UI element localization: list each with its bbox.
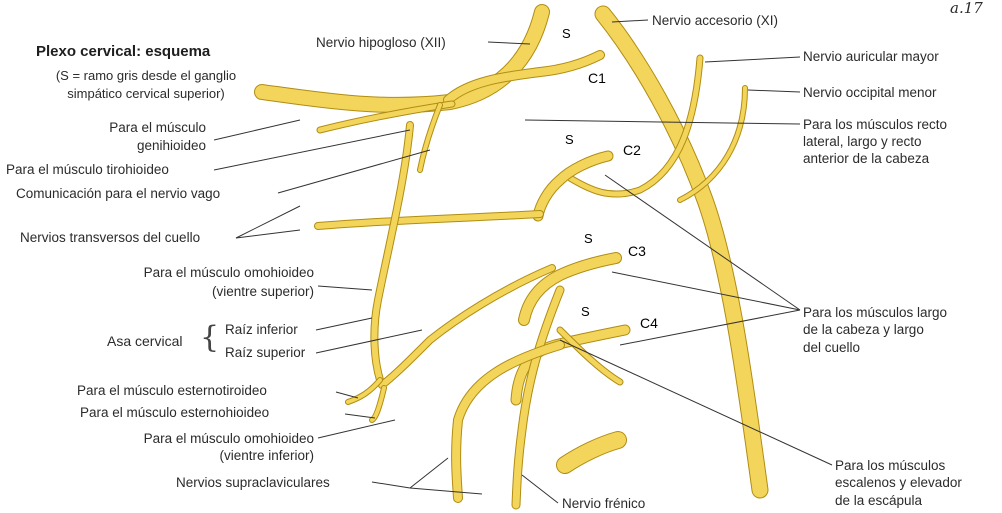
leader-vago [277, 149, 431, 194]
leader-largo-a [604, 174, 801, 311]
diagram-subtitle-line-2: simpático cervical superior) [67, 86, 225, 101]
leader-escalenos [559, 339, 833, 466]
label-recto-3: anterior de la cabeza [803, 151, 930, 166]
label-genihioideo-1: Para el músculo [109, 120, 206, 135]
leader-esternohioideo [344, 413, 376, 419]
leader-transversos-b [235, 229, 301, 239]
marker-s-c4: S [581, 304, 590, 319]
leader-genihioideo [213, 119, 301, 141]
leader-hipogloso [487, 41, 531, 45]
marker-c1: C1 [588, 70, 606, 86]
label-occipital: Nervio occipital menor [803, 85, 937, 100]
phrenic-nerve [512, 286, 564, 509]
leader-raiz-sup [315, 329, 423, 354]
label-hipogloso: Nervio hipogloso (XII) [316, 35, 446, 50]
transverse-cervical [315, 211, 543, 229]
ansa-descending [371, 122, 413, 383]
leader-esternotiroideo [335, 391, 359, 399]
ansa-inferior-root [379, 265, 555, 388]
accessory-nerve [595, 6, 768, 498]
label-tirohioideo: Para el músculo tirohioideo [6, 162, 169, 177]
asa-brace: { [200, 320, 220, 355]
label-esternotiroideo: Para el músculo esternotiroideo [77, 383, 267, 398]
c2-root [533, 151, 613, 221]
marker-s-c2: S [565, 132, 574, 147]
diagram-subtitle-line-1: (S = ramo gris desde el ganglio [55, 68, 237, 83]
label-vago: Comunicación para el nervio vago [16, 186, 221, 201]
geniohyoid-branch [317, 101, 455, 133]
label-frenico: Nervio frénico [562, 496, 646, 511]
leader-omo-inf [317, 419, 396, 439]
label-genihioideo-2: genihioideo [136, 138, 206, 153]
label-omohioideo-sup-1: Para el músculo omohioideo [143, 265, 314, 280]
corner-mark: a.17 [950, 0, 983, 17]
supraclavicular-trunk [452, 341, 564, 502]
label-escalenos-3: de la escápula [835, 493, 923, 508]
scalene-branch [557, 327, 623, 385]
leader-supraclaviculares-a [371, 481, 411, 489]
leader-transversos-a [235, 205, 301, 239]
sternohyoid-branch [370, 386, 386, 422]
hypoglossal-nerve [255, 5, 549, 112]
label-largo-3: del cuello [803, 340, 861, 355]
label-transversos: Nervios transversos del cuello [20, 230, 201, 245]
label-omohioideo-inf-1: Para el músculo omohioideo [143, 431, 314, 446]
marker-c4: C4 [640, 315, 658, 331]
leader-omo-sup [317, 285, 373, 291]
leader-supraclaviculares-b [409, 457, 449, 489]
label-raiz-superior: Raíz superior [225, 345, 306, 360]
c1-root [444, 51, 604, 104]
marker-c3: C3 [628, 243, 646, 259]
leader-raiz-inf [315, 317, 373, 331]
label-omohioideo-inf-2: (vientre inferior) [219, 448, 314, 463]
omohyoid-branch [346, 378, 382, 404]
label-accesorio: Nervio accesorio (XI) [652, 13, 779, 28]
leader-largo-c [619, 309, 801, 346]
label-raiz-inferior: Raíz inferior [225, 322, 298, 337]
leader-occipital [747, 89, 801, 93]
vagus-communication [418, 103, 442, 172]
nerve-drawing [254, 4, 769, 510]
c3-root [519, 253, 621, 325]
label-largo-2: de la cabeza y largo [803, 322, 924, 337]
label-recto-1: Para los músculos recto [803, 117, 948, 132]
label-largo-1: Para los músculos largo [803, 305, 948, 320]
leader-lines [213, 19, 833, 504]
clavicle-stub [557, 432, 626, 473]
label-supraclaviculares: Nervios supraclaviculares [176, 475, 330, 490]
leader-supraclaviculares-c [409, 487, 483, 495]
leader-largo-b [611, 271, 801, 311]
label-escalenos-2: escalenos y elevador [835, 475, 962, 490]
leader-recto [524, 119, 801, 125]
label-omohioideo-sup-2: (vientre superior) [211, 284, 314, 299]
marker-s-c3: S [584, 231, 593, 246]
label-escalenos-1: Para los músculos [835, 458, 946, 473]
label-asa-cervical: Asa cervical [107, 333, 183, 349]
lesser-occipital-nerve [678, 86, 747, 202]
label-esternohioideo: Para el músculo esternohioideo [80, 405, 270, 420]
leader-accesorio [611, 19, 649, 23]
leader-tirohioideo [213, 129, 411, 171]
label-auricular: Nervio auricular mayor [803, 49, 939, 64]
label-recto-2: lateral, largo y recto [803, 134, 922, 149]
marker-c2: C2 [623, 142, 641, 158]
accessory-nerve-outline [594, 5, 769, 499]
segment-markers: S C1 S C2 S C3 S C4 [562, 26, 658, 331]
leader-frenico [521, 474, 559, 504]
diagram-title: Plexo cervical: esquema [36, 43, 211, 60]
leader-auricular [704, 56, 801, 63]
marker-s-c1: S [562, 26, 571, 41]
great-auricular-nerve [567, 55, 703, 197]
